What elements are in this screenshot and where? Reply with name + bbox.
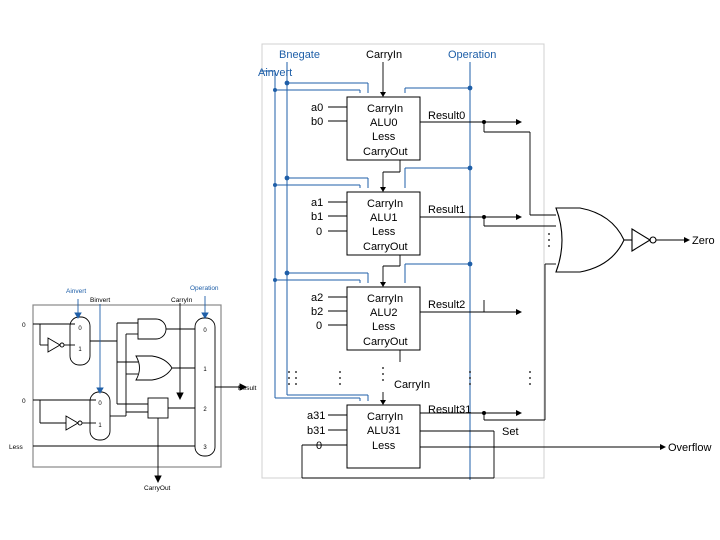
alu1-less: Less	[372, 226, 396, 238]
alu1-name: ALU1	[370, 212, 398, 224]
alu0-carryin: CarryIn	[367, 103, 403, 115]
mux-op-input-3: 3	[203, 445, 207, 451]
alu1-a-label: a1	[311, 197, 323, 209]
alu31-name: ALU31	[367, 425, 401, 437]
adder-box	[147, 397, 169, 419]
alu0-box	[346, 96, 421, 161]
inverter-a-icon	[47, 337, 61, 353]
alu1-carryout: CarryOut	[363, 241, 408, 253]
alu1-box	[346, 191, 421, 256]
alu2-less-input: 0	[316, 320, 322, 332]
cell-frame	[32, 304, 222, 468]
zero-label: Zero	[692, 235, 715, 247]
alu31-a-label: a31	[307, 410, 325, 422]
mux-op-input-1: 1	[203, 367, 207, 373]
alu0-result: Result0	[428, 110, 465, 122]
alu2-carryout: CarryOut	[363, 336, 408, 348]
or-gate-icon	[135, 355, 173, 381]
cell-less-label: Less	[9, 444, 23, 451]
bnegate-label: Bnegate	[279, 49, 320, 61]
alu2-a-label: a2	[311, 292, 323, 304]
cell-carryin-label: CarryIn	[171, 297, 193, 304]
alu0-name: ALU0	[370, 117, 398, 129]
alu-bit-cell	[32, 303, 248, 484]
mux-b-input-0: 0	[98, 401, 102, 407]
middle-carryin-label: CarryIn	[394, 379, 430, 391]
zero-or-gate-icon	[555, 207, 625, 273]
alu1-b-label: b1	[311, 211, 323, 223]
alu1-carryin: CarryIn	[367, 198, 403, 210]
alu2-b-label: b2	[311, 306, 323, 318]
cell-control-wires	[74, 296, 209, 394]
operation-label: Operation	[448, 49, 496, 61]
mux-b	[89, 391, 111, 441]
alu0-carryout: CarryOut	[363, 146, 408, 158]
alu1-less-input: 0	[316, 226, 322, 238]
ainvert-label: Ainvert	[258, 67, 292, 79]
zero-inverter-icon	[631, 228, 652, 252]
mux-b-input-1: 1	[98, 423, 102, 429]
alu0-less: Less	[372, 131, 396, 143]
mux-op-input-2: 2	[203, 407, 207, 413]
alu0-b-label: b0	[311, 116, 323, 128]
cell-carryout-label: CarryOut	[144, 485, 171, 492]
and-gate-icon	[137, 318, 167, 340]
alu31-b-label: b31	[307, 425, 325, 437]
carryin-top-label: CarryIn	[366, 49, 402, 61]
alu2-name: ALU2	[370, 307, 398, 319]
cell-input-a-label: 0	[22, 322, 26, 329]
mux-a-input-0: 0	[78, 326, 82, 332]
alu31-result: Result31	[428, 404, 471, 416]
alu2-result: Result2	[428, 299, 465, 311]
cell-operation-label: Operation	[190, 285, 219, 292]
cell-result-label: Result	[238, 385, 257, 392]
alu0-a-label: a0	[311, 102, 323, 114]
set-label: Set	[502, 426, 519, 438]
mux-a-input-1: 1	[78, 347, 82, 353]
alu31-carryin: CarryIn	[367, 411, 403, 423]
overflow-label: Overflow	[668, 442, 711, 454]
inverter-b-icon	[65, 415, 79, 431]
alu2-carryin: CarryIn	[367, 293, 403, 305]
alu31-less-input: 0	[316, 440, 322, 452]
cell-input-b-label: 0	[22, 398, 26, 405]
cell-ainvert-label: Ainvert	[66, 288, 86, 295]
mux-op	[194, 317, 216, 457]
mux-op-input-0: 0	[203, 328, 207, 334]
alu31-less: Less	[372, 440, 396, 452]
cell-binvert-label: Binvert	[90, 297, 110, 304]
alu1-result: Result1	[428, 204, 465, 216]
alu2-less: Less	[372, 321, 396, 333]
alu31-box	[346, 404, 421, 469]
alu2-box	[346, 286, 421, 351]
